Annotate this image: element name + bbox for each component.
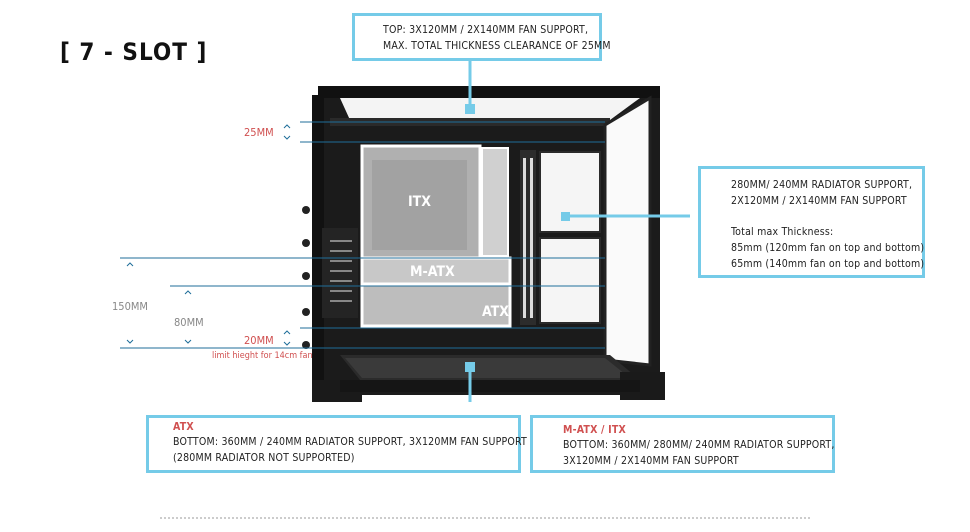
atx-callout-line1: BOTTOM: 360MM / 240MM RADIATOR SUPPORT, … [173,436,527,448]
right-callout-line2: 2X120MM / 2X140MM FAN SUPPORT [731,195,907,207]
atx-callout-line2: (280MM RADIATOR NOT SUPPORTED) [173,452,355,464]
atx-callout-box: ATX BOTTOM: 360MM / 240MM RADIATOR SUPPO… [146,415,527,473]
limit-note: limit hieght for 14cm fan [212,351,313,361]
itx-label: ITX [408,194,431,210]
right-callout-line5: 65mm (140mm fan on top and bottom) [731,258,925,270]
matx-callout-line2: 3X120MM / 2X140MM FAN SUPPORT [563,455,739,467]
top-callout-line1: TOP: 3X120MM / 2X140MM FAN SUPPORT, [383,24,589,36]
top-callout-box: TOP: 3X120MM / 2X140MM FAN SUPPORT, MAX.… [352,13,611,61]
right-callout-box: 280MM/ 240MM RADIATOR SUPPORT, 2X120MM /… [698,166,925,278]
front-glass [603,95,652,367]
top-callout-line2: MAX. TOTAL THICKNESS CLEARANCE OF 25MM [383,40,611,52]
atx-label: ATX [482,304,509,320]
bottom-clearance-label: 20MM [244,334,274,347]
atx-callout-heading: ATX [173,421,194,433]
right-callout-line3: Total max Thickness: [731,226,834,238]
matx-callout-box: M-ATX / ITX BOTTOM: 360MM/ 280MM/ 240MM … [530,415,835,473]
top-clearance-label: 25MM [244,126,274,139]
height-80-label: 80MM [174,316,204,329]
top-opening [340,98,640,120]
matx-label: M-ATX [410,264,455,280]
slot-title: [ 7 - SLOT ] [60,38,208,66]
right-callout-line4: 85mm (120mm fan on top and bottom) [731,242,925,254]
right-callout-line1: 280MM/ 240MM RADIATOR SUPPORT, [731,179,913,191]
matx-callout-line1: BOTTOM: 360MM/ 280MM/ 240MM RADIATOR SUP… [563,439,835,451]
height-150-label: 150MM [112,300,148,313]
matx-callout-heading: M-ATX / ITX [563,424,627,436]
